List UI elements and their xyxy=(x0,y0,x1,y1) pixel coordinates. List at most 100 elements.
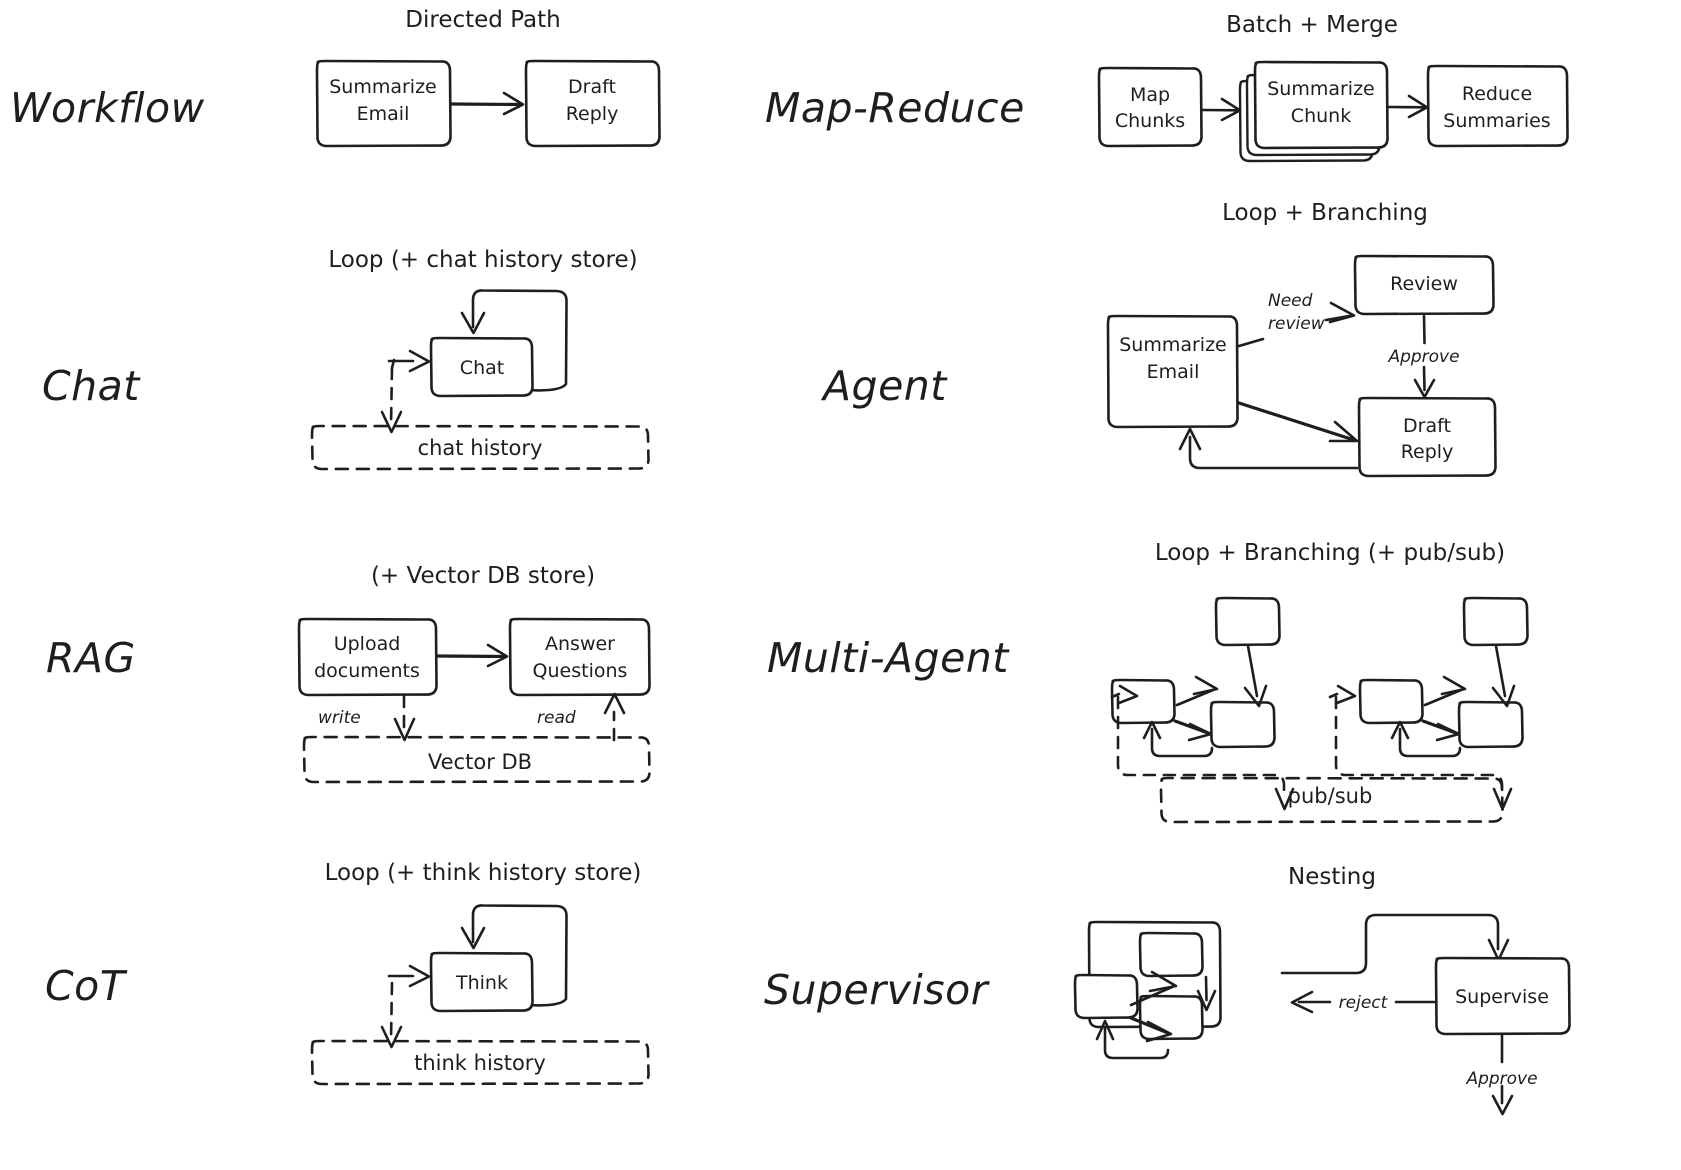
node-label-line: Think xyxy=(455,972,508,994)
row-label-agent: Agent xyxy=(820,362,948,410)
store-think-history[interactable]: think history xyxy=(310,1039,650,1086)
node-label-line: Summarize xyxy=(1267,78,1375,100)
edge-summarize-to-draft xyxy=(450,91,525,116)
edge-label-review: review xyxy=(1268,314,1325,334)
node-agent-b-3[interactable] xyxy=(1358,678,1424,725)
pattern-label-loop-branching: Loop + Branching xyxy=(1222,200,1428,226)
row-label-chat: Chat xyxy=(42,362,141,410)
row-label-cot: CoT xyxy=(45,962,128,1010)
node-label-line: Draft xyxy=(568,76,616,98)
node-label-line: Reply xyxy=(566,103,619,125)
row-label-map-reduce: Map-Reduce xyxy=(765,84,1025,132)
node-label-line: Chunk xyxy=(1291,105,1351,127)
edge-chat-history-read xyxy=(387,349,431,373)
edge-need-review: Need review xyxy=(1237,291,1356,348)
edge-draft-to-summarize-loop xyxy=(1178,427,1359,470)
edge-summarize-to-draft-agent xyxy=(1237,401,1359,443)
node-draft-reply[interactable]: Draft Reply xyxy=(524,59,661,148)
node-map-chunks[interactable]: Map Chunks xyxy=(1097,66,1203,148)
node-agent-a-2[interactable] xyxy=(1214,596,1281,647)
cluster-agent-a xyxy=(1110,596,1295,811)
node-summarize-chunk[interactable]: Summarize Chunk xyxy=(1238,60,1389,163)
pattern-label-nesting: Nesting xyxy=(1288,864,1376,890)
node-reduce-summaries[interactable]: Reduce Summaries xyxy=(1426,64,1569,148)
panel-cot: CoT Loop (+ think history store) Think t… xyxy=(45,860,650,1086)
panel-agent: Agent Loop + Branching Review Summarize … xyxy=(820,200,1497,478)
node-agent-b-1[interactable] xyxy=(1457,700,1524,749)
row-label-multi-agent: Multi-Agent xyxy=(767,634,1010,682)
node-label-line: Review xyxy=(1390,273,1458,295)
edge-label-approve: Approve xyxy=(1387,347,1459,367)
node-draft-reply-agent[interactable]: Draft Reply xyxy=(1357,396,1497,478)
node-label-line: Draft xyxy=(1403,415,1451,437)
panel-workflow: Workflow Directed Path Summarize Email D… xyxy=(10,7,661,148)
node-chat[interactable]: Chat xyxy=(429,336,534,398)
edge-chat-self-loop xyxy=(460,289,568,392)
node-label-line: Email xyxy=(357,103,410,125)
pattern-label-directed-path: Directed Path xyxy=(405,7,560,33)
edge-label-reject: reject xyxy=(1339,993,1389,1013)
node-nested-1[interactable] xyxy=(1073,973,1139,1020)
node-label-line: Chunks xyxy=(1115,110,1185,132)
edge-map-to-summarize xyxy=(1201,97,1242,122)
edge-think-history-read xyxy=(387,964,431,988)
panel-chat: Chat Loop (+ chat history store) Chat ch… xyxy=(42,247,650,471)
panel-rag: RAG (+ Vector DB store) Upload documents… xyxy=(46,563,651,784)
pattern-label-pubsub: Loop + Branching (+ pub/sub) xyxy=(1155,540,1505,566)
node-summarize-email[interactable]: Summarize Email xyxy=(315,59,452,148)
panel-multi-agent: Multi-Agent Loop + Branching (+ pub/sub) xyxy=(767,540,1529,824)
edge-write-to-vector-db: write xyxy=(318,694,416,742)
store-pub-sub[interactable]: pub/sub xyxy=(1159,776,1504,824)
row-label-rag: RAG xyxy=(46,634,136,682)
pattern-label-vector-db-store: (+ Vector DB store) xyxy=(371,563,595,589)
row-label-supervisor: Supervisor xyxy=(764,966,990,1014)
node-answer-questions[interactable]: Answer Questions xyxy=(508,617,651,697)
node-upload-documents[interactable]: Upload documents xyxy=(297,617,438,697)
edge-upload-to-answer xyxy=(436,643,509,668)
panel-map-reduce: Map-Reduce Batch + Merge Map Chunks Summ… xyxy=(765,12,1569,163)
node-label-supervise: Supervise xyxy=(1455,986,1549,1008)
store-label: think history xyxy=(414,1051,546,1075)
edge-label-approve-out: Approve xyxy=(1465,1069,1537,1089)
edge-think-self-loop xyxy=(460,904,568,1007)
store-label: pub/sub xyxy=(1288,784,1373,808)
edges-nested xyxy=(1095,970,1217,1060)
node-label-line: Summarize xyxy=(1119,334,1227,356)
panel-supervisor: Supervisor Nesting xyxy=(764,864,1571,1116)
edge-read-from-vector-db: read xyxy=(537,692,626,742)
store-vector-db[interactable]: Vector DB xyxy=(302,735,651,784)
pattern-label-batch-merge: Batch + Merge xyxy=(1226,12,1398,38)
node-label-line: Summaries xyxy=(1443,110,1550,132)
cluster-agent-b xyxy=(1328,596,1529,811)
node-review[interactable]: Review xyxy=(1353,254,1495,316)
node-agent-b-2[interactable] xyxy=(1462,596,1529,647)
node-nested-3[interactable] xyxy=(1138,994,1204,1041)
edge-reject: reject xyxy=(1290,990,1436,1014)
row-label-workflow: Workflow xyxy=(10,84,205,132)
edge-summarize-to-reduce xyxy=(1387,94,1429,119)
store-label: chat history xyxy=(418,436,543,460)
node-label-line: Summarize xyxy=(329,76,437,98)
edge-chat-history-write xyxy=(380,366,403,434)
node-label-line: Answer xyxy=(545,633,615,655)
store-chat-history[interactable]: chat history xyxy=(310,424,650,471)
edge-approve-out: Approve xyxy=(1465,1033,1538,1116)
node-summarize-email-agent[interactable]: Summarize Email xyxy=(1106,314,1239,429)
pattern-label-chat-loop: Loop (+ chat history store) xyxy=(328,247,637,273)
edge-approve: Approve xyxy=(1387,314,1460,399)
node-think[interactable]: Think xyxy=(429,951,534,1013)
edge-label-need: Need xyxy=(1268,291,1313,311)
node-nested-2[interactable] xyxy=(1138,931,1204,978)
edge-think-history-write xyxy=(380,981,403,1049)
node-agent-a-1[interactable] xyxy=(1209,700,1276,749)
store-label: Vector DB xyxy=(428,750,532,774)
edge-label-read: read xyxy=(537,708,576,728)
node-label-line: Reply xyxy=(1401,441,1454,463)
node-label-line: Upload xyxy=(334,633,401,655)
node-label-line: Questions xyxy=(533,660,628,682)
node-supervise[interactable]: Supervise xyxy=(1434,956,1571,1036)
node-label-line: Chat xyxy=(460,357,504,379)
node-label-line: documents xyxy=(314,660,420,682)
